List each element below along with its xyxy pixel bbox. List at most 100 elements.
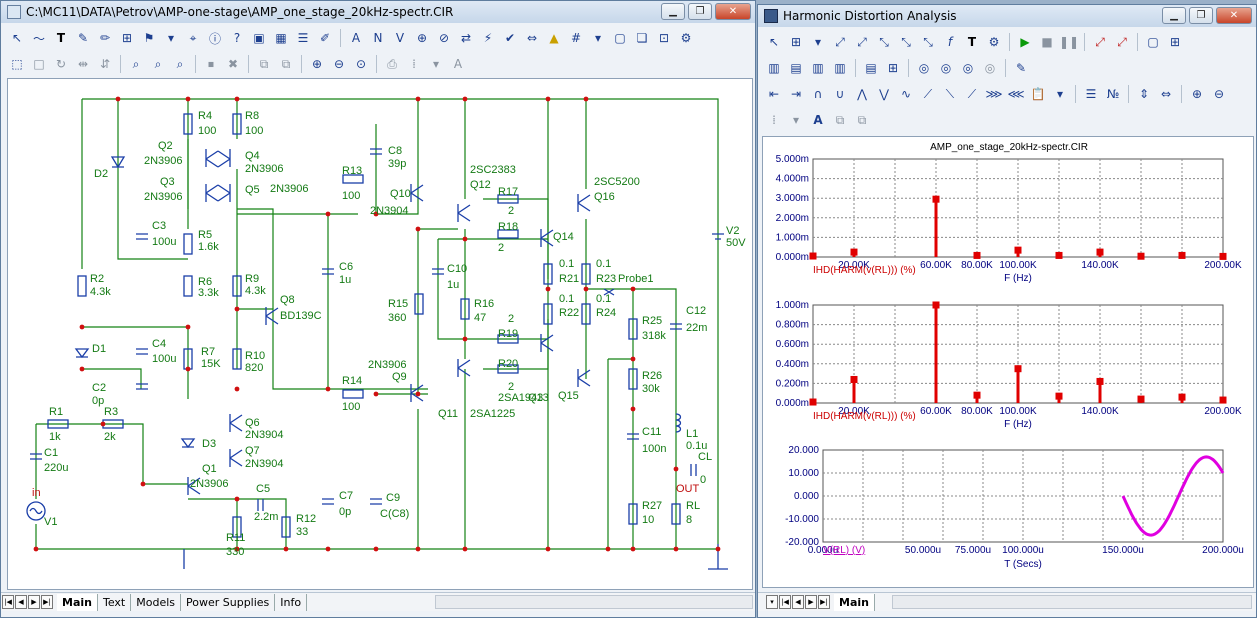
table-icon[interactable]: ☰ [297,31,309,45]
find-icon[interactable]: ⌕ [132,56,140,71]
plot-4-icon[interactable]: ▥ [834,61,846,75]
maximize-button[interactable]: ❐ [688,3,712,20]
check-icon[interactable]: ✔ [504,31,516,45]
draw-line-icon[interactable]: ✎ [77,31,89,45]
tab-models[interactable]: Models [131,593,181,611]
prev-page-icon[interactable]: ◀ [15,595,27,609]
probe-c-icon[interactable]: ◎ [962,61,974,75]
bus-icon[interactable]: # [570,31,582,45]
dropdown-arrow-icon[interactable]: ▾ [167,31,175,45]
current-icon[interactable]: ⇄ [460,31,472,45]
a-page-icon[interactable]: ▢ [1147,35,1159,49]
a-tab-main[interactable]: Main [834,593,875,611]
print-icon[interactable]: ⎙ [387,56,397,71]
plot-1-icon[interactable]: ▥ [768,61,780,75]
probe-d-icon[interactable]: ◎ [984,61,996,75]
zoom-out-icon[interactable]: ⊖ [333,57,345,71]
plot-2-icon[interactable]: ▤ [790,61,802,75]
copy-page-icon[interactable]: ❏ [636,31,648,45]
zoom-in-icon[interactable]: ⊕ [311,57,323,71]
tab-text[interactable]: Text [98,593,132,611]
schematic-titlebar[interactable]: C:\MC11\DATA\Petrov\AMP-one-stage\AMP_on… [1,1,755,23]
a-zoom-in-icon[interactable]: ⊕ [1191,87,1203,101]
paste-icon[interactable]: ⧉ [281,56,291,71]
a-grid-toggle-icon[interactable]: ⁞ [772,113,776,127]
stop-icon[interactable]: ⏹ [207,56,214,71]
a-auto-scale-icon[interactable]: ⤢ [857,34,867,49]
flip-icon[interactable]: ⇵ [99,57,111,71]
close-button[interactable]: ✕ [715,3,751,20]
step-icon[interactable]: ⊘ [438,31,450,45]
peak-icon[interactable]: ∩ [813,87,823,101]
bottom-icon[interactable]: ⋘ [1007,87,1025,101]
inflection-icon[interactable]: ∿ [900,87,912,101]
a-select-icon[interactable]: ↖ [768,35,780,49]
a-text-icon[interactable]: T [967,35,977,49]
dropdown-arrow-2-icon[interactable]: ▾ [594,31,602,45]
select-mode-icon[interactable]: ↖ [11,31,23,45]
pin-connections-icon[interactable]: ⊕ [416,31,428,45]
component-icon[interactable]: ⊞ [121,31,133,45]
a-formula-icon[interactable]: f [947,35,953,49]
list-icon[interactable]: ☰ [1085,87,1097,101]
scale-y-icon[interactable]: ⇕ [1138,87,1150,101]
a-zoom-out-icon[interactable]: ⊖ [1213,87,1225,101]
info-icon[interactable]: ⓘ [208,31,221,46]
node-voltage-icon[interactable]: V [395,31,405,45]
page-icon[interactable]: ▢ [614,31,626,45]
cursor-right-icon[interactable]: ⇥ [790,87,802,101]
warning-icon[interactable]: ▲ [549,31,559,45]
grid-toggle-icon[interactable]: ⁞ [412,57,416,71]
tab-info[interactable]: Info [275,593,308,611]
a-calc-icon[interactable]: ⤡ [923,34,933,49]
a-cursor-icon[interactable]: ⤢ [1095,34,1105,49]
a-dropdown-icon[interactable]: ▾ [814,35,822,49]
settings-icon[interactable]: ⚙ [680,31,692,45]
cursor-left-icon[interactable]: ⇤ [768,87,780,101]
minimize-button[interactable]: ▁ [661,3,685,20]
zoom-100-icon[interactable]: ⊙ [355,57,367,71]
clipboard-icon[interactable]: 📋 [1030,87,1046,101]
analysis-h-scrollbar[interactable] [892,595,1252,609]
tab-main[interactable]: Main [57,593,98,611]
tab-power-supplies[interactable]: Power Supplies [181,593,276,611]
top-icon[interactable]: ⋙ [985,87,1003,101]
numbers-icon[interactable]: № [1106,87,1120,101]
a-dropdown-2-icon[interactable]: ▾ [1056,87,1064,101]
wire-mode-icon[interactable]: 〜 [32,31,45,46]
a-paste-icon[interactable]: ⧉ [857,112,867,127]
run-icon[interactable]: ▶ [1020,35,1030,49]
flag-icon[interactable]: ⚑ [143,31,155,45]
box-icon[interactable]: □ [33,57,45,71]
find-next-icon[interactable]: ⌕ [154,56,162,71]
analysis-close-button[interactable]: ✕ [1216,7,1252,24]
a-next-page-icon[interactable]: ▶ [805,595,817,609]
a-prev-page-icon[interactable]: ◀ [792,595,804,609]
rotate-icon[interactable]: ↻ [55,57,67,71]
a-scroll-down-icon[interactable]: ▾ [766,595,778,609]
schematic-h-scrollbar[interactable] [435,595,753,609]
help-icon[interactable]: ? [233,31,241,45]
slope-icon[interactable]: ⟋ [923,86,933,101]
plot-6-icon[interactable]: ⊞ [887,61,899,75]
global-high-icon[interactable]: ⟍ [945,86,955,101]
scale-x-icon[interactable]: ⇔ [1160,87,1172,101]
a-component-icon[interactable]: ⊞ [790,35,802,49]
a-copy-icon[interactable]: ⧉ [835,112,845,127]
monitor-icon[interactable]: ▣ [253,31,265,45]
a-cursor2-icon[interactable]: ⤢ [1117,34,1127,49]
find-all-icon[interactable]: ⌕ [176,56,184,71]
a-restore-icon[interactable]: ⤡ [879,34,889,49]
copy-icon[interactable]: ⧉ [259,56,269,71]
node-numbers-icon[interactable]: N [373,31,383,45]
probe-b-icon[interactable]: ◎ [940,61,952,75]
select-box-icon[interactable]: ⬚ [11,57,23,71]
a-grid-icon[interactable]: ⊞ [1169,35,1181,49]
snap-icon[interactable]: ⊡ [658,31,670,45]
a-fit-icon[interactable]: ⤡ [901,34,911,49]
global-low-icon[interactable]: ⟋ [967,86,977,101]
text-mode-icon[interactable]: T [56,31,66,45]
a-first-page-icon[interactable]: |◀ [779,595,791,609]
